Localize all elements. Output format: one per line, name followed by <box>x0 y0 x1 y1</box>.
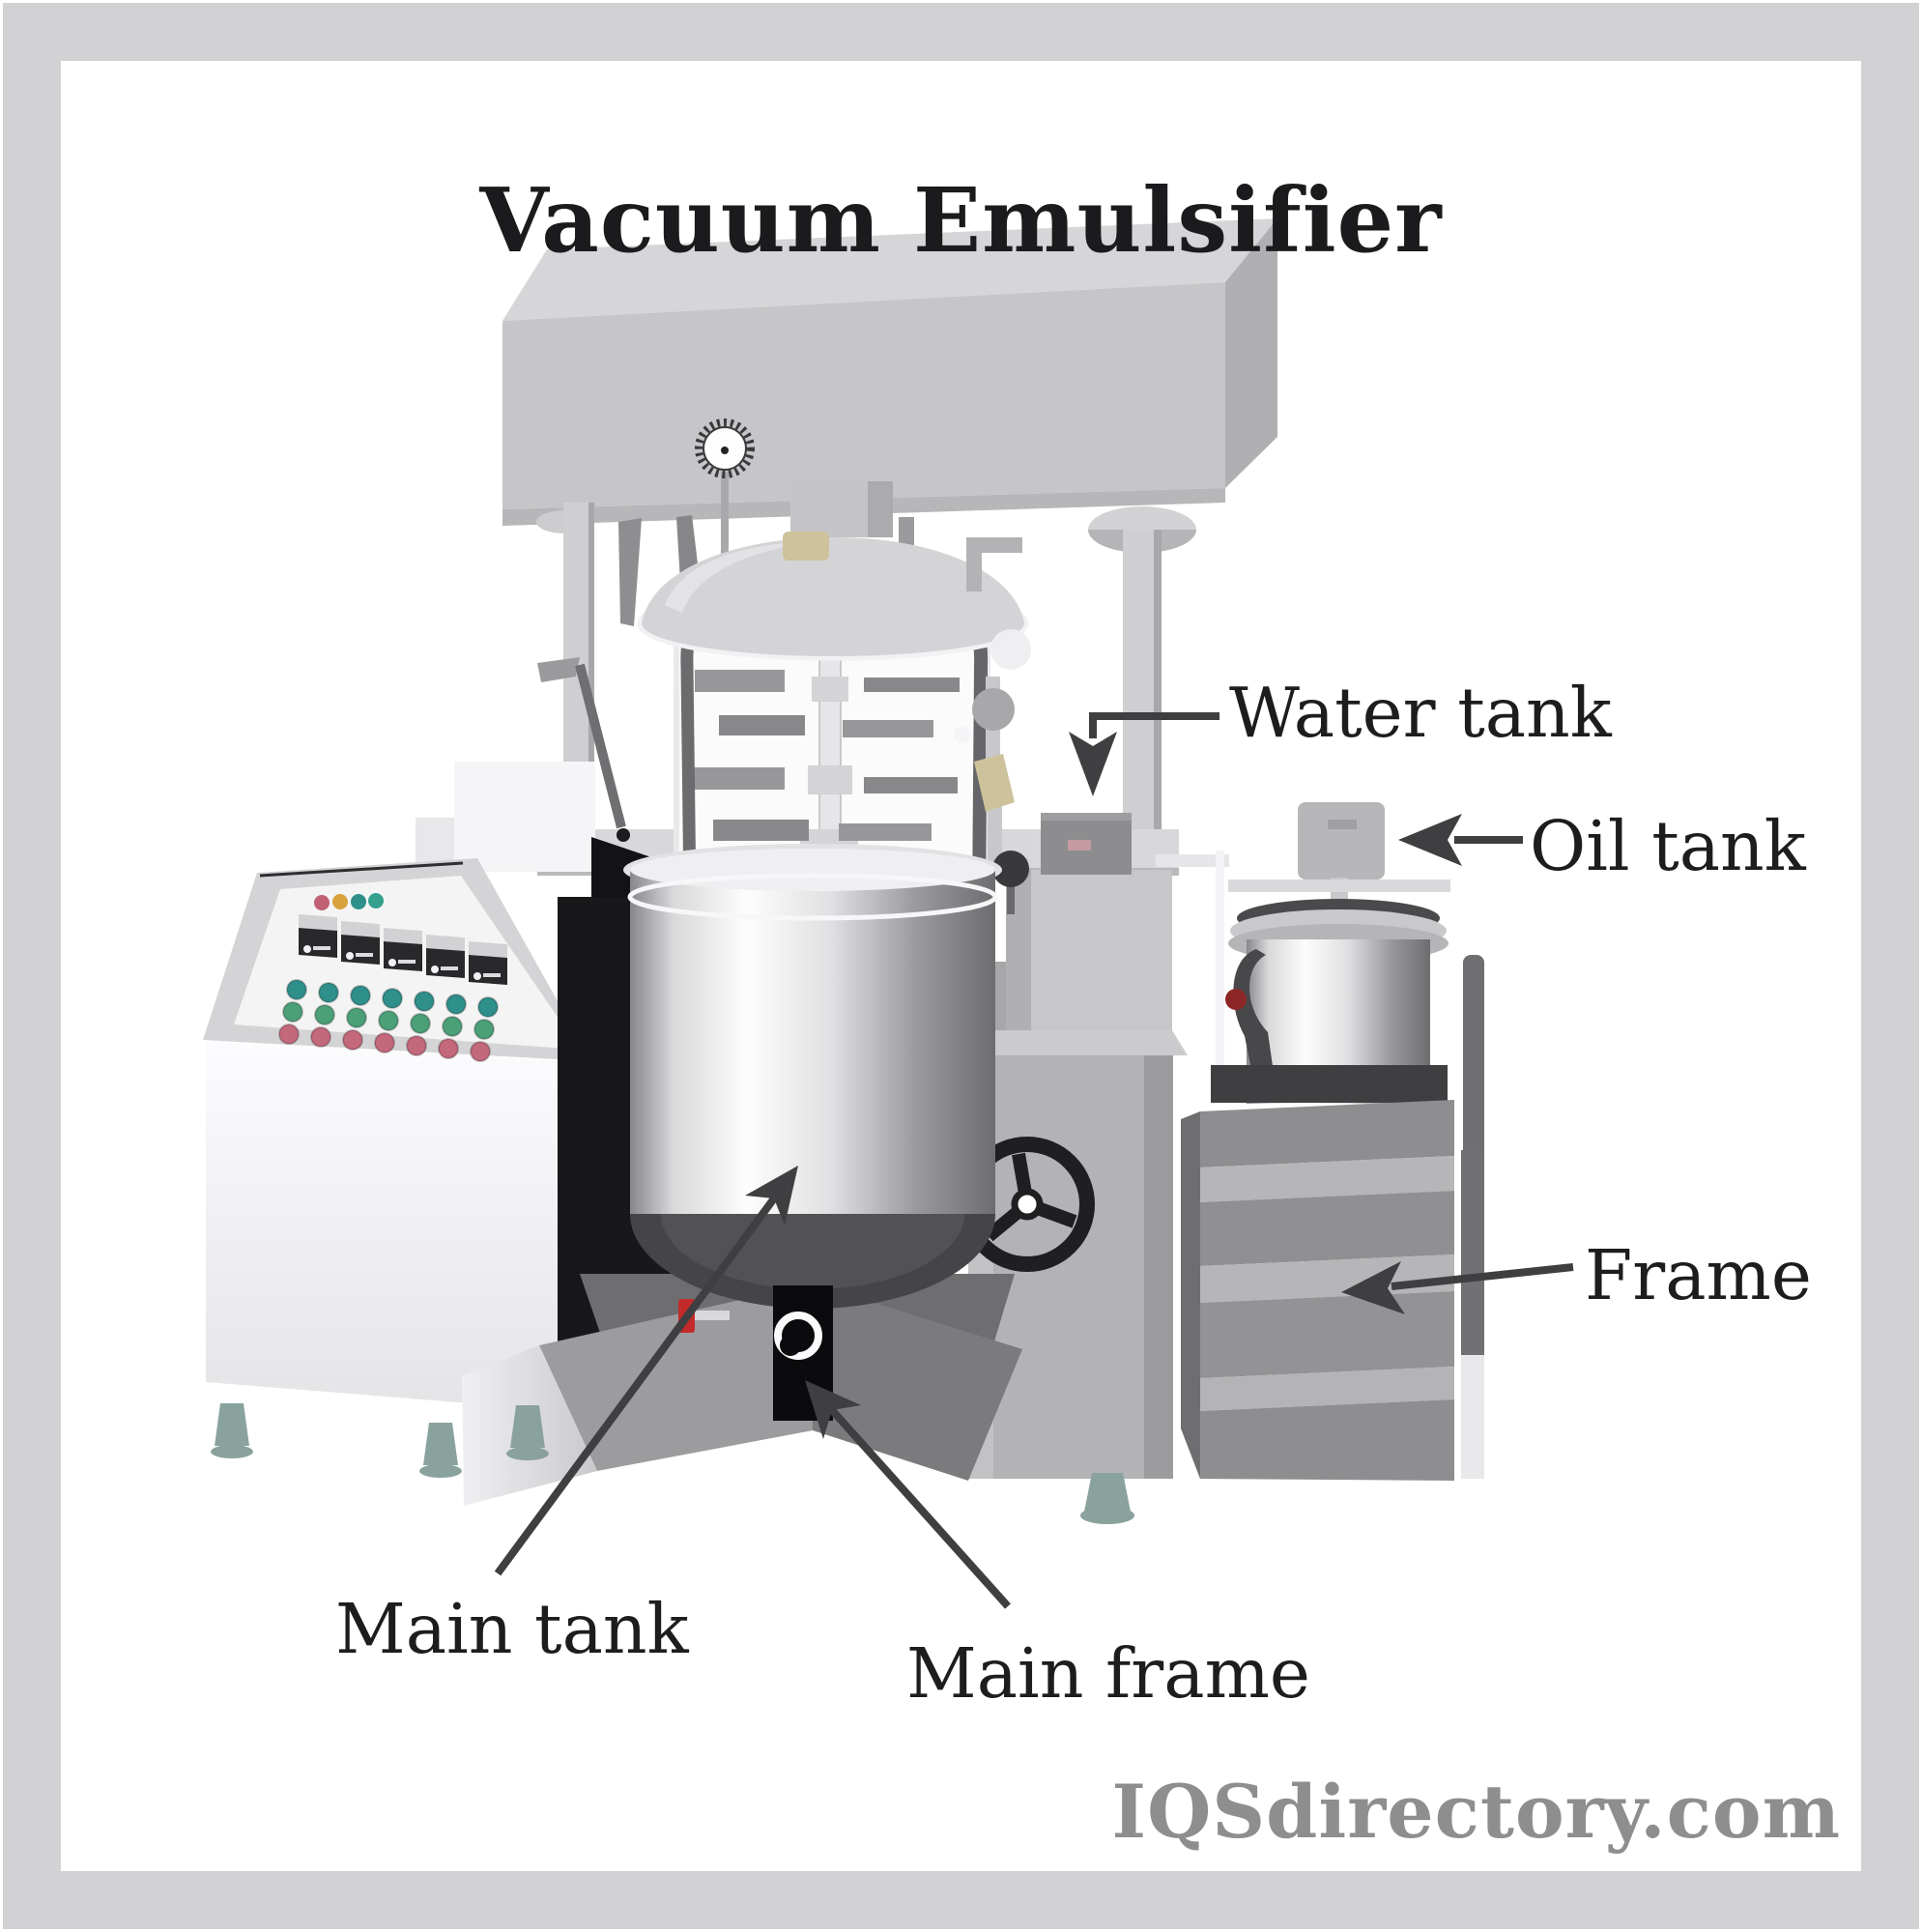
main-tank-arrow <box>494 1166 798 1576</box>
beam-dial-gauge <box>695 418 755 568</box>
label-main-tank: Main tank <box>335 1589 689 1669</box>
label-main-frame: Main frame <box>906 1633 1310 1714</box>
main-frame-arrow <box>805 1380 1011 1609</box>
vessel-lid <box>537 481 1031 842</box>
page-title: Vacuum Emulsifier <box>479 167 1443 273</box>
handwheel-icon <box>960 1137 1095 1272</box>
machine-feet <box>211 1403 549 1478</box>
water-tank-arrow <box>1069 712 1219 796</box>
water-tank-part <box>1041 813 1132 875</box>
indicator-lights <box>314 893 384 910</box>
label-frame: Frame <box>1585 1235 1812 1315</box>
pressure-gauge <box>992 851 1029 914</box>
oil-tank-arrow <box>1398 814 1523 866</box>
digital-display-modules[interactable] <box>299 914 507 985</box>
panel-buttons[interactable] <box>278 979 499 1062</box>
tank-bottom-dish <box>630 1214 995 1309</box>
label-oil-tank: Oil tank <box>1530 806 1806 886</box>
frame-arrow <box>1341 1261 1574 1314</box>
discharge-valve <box>678 1285 833 1421</box>
frame-steps-part <box>1181 1100 1484 1481</box>
oil-tank-part <box>1211 802 1484 1177</box>
label-arrows <box>494 712 1574 1609</box>
watermark-text: IQSdirectory.com <box>1111 1769 1841 1855</box>
handwheel-pedestal <box>961 1030 1188 1524</box>
transfer-pipe <box>1156 854 1229 867</box>
label-water-tank: Water tank <box>1229 673 1612 753</box>
